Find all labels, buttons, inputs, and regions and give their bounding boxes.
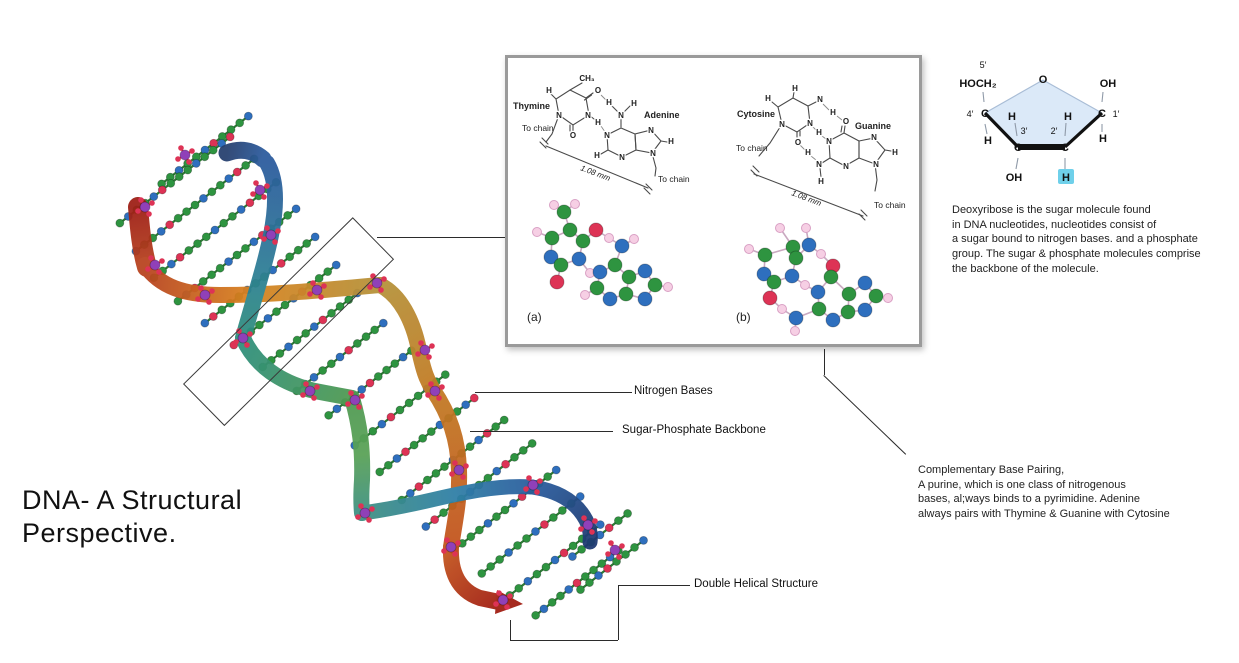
atom-label: H [594, 151, 600, 160]
guanine-label: Guanine [855, 121, 891, 131]
sugar-atom-label: H [1008, 111, 1016, 123]
callout-bracket-bottom [510, 640, 618, 641]
atom-label: N [619, 153, 625, 162]
sugar-atom-label: H [1064, 111, 1072, 123]
sugar-atom-label: C [1014, 142, 1022, 154]
atom-label: N [873, 160, 879, 169]
deoxyribose-description: Deoxyribose is the sugar molecule found … [952, 204, 1201, 275]
highlighted-hydrogen-box [1058, 169, 1074, 184]
sugar-atom-label: 4′ [967, 109, 974, 119]
page-title: DNA- A Structural Perspective. [22, 485, 243, 548]
atom-label: H [595, 118, 601, 127]
sugar-atom-label: C [1098, 108, 1106, 120]
cytosine-label: Cytosine [737, 109, 775, 119]
furanose-ring [985, 80, 1102, 147]
atom-label: H [792, 84, 798, 93]
connector-inset-diagonal [823, 375, 907, 455]
caption-b: (b) [736, 310, 751, 324]
label-nitrogen-bases: Nitrogen Bases [634, 385, 713, 397]
sugar-atom-label: O [1039, 74, 1048, 86]
atom-label: N [618, 111, 624, 120]
atom-label: N [650, 149, 656, 158]
connector-inset-vertical [824, 349, 825, 375]
atom-label: H [818, 177, 824, 186]
atom-label: N [826, 137, 832, 146]
atom-label: H [892, 148, 898, 157]
callout-line-double-helix [618, 585, 690, 586]
sugar-atom-label: 2′ [1051, 126, 1058, 136]
sugar-atom-label: 3′ [1021, 126, 1028, 136]
sugar-atom-label: C [1061, 142, 1069, 154]
callout-line-nitrogen-bases [475, 392, 632, 393]
thymine-label: Thymine [513, 101, 550, 111]
atom-label: O [843, 117, 849, 126]
atom-label: N [843, 162, 849, 171]
complementary-pairing-description: Complementary Base Pairing, A purine, wh… [918, 464, 1170, 521]
callout-line-sugar-phosphate [470, 431, 613, 432]
sugar-atom-label: OH [1100, 78, 1117, 90]
label-double-helical-structure: Double Helical Structure [694, 578, 819, 590]
atom-label: H [606, 98, 612, 107]
atom-label: N [779, 120, 785, 129]
atom-label: N [817, 95, 823, 104]
atom-label: H [668, 137, 674, 146]
atom-label: H [805, 148, 811, 157]
callout-bracket-tick [510, 620, 511, 640]
adenine-label: Adenine [644, 110, 680, 120]
sugar-atom-label: 5′ [980, 60, 987, 70]
atom-label: N [816, 160, 822, 169]
atom-label: N [556, 111, 562, 120]
atom-label: O [595, 86, 601, 95]
atom-label: H [765, 94, 771, 103]
atom-label: N [585, 111, 591, 120]
atom-label: H [830, 108, 836, 117]
to-chain-label: To chain [736, 143, 768, 153]
sugar-atom-label: OH [1006, 172, 1023, 184]
callout-line-to-inset [377, 237, 505, 238]
label-sugar-phosphate-backbone: Sugar-Phosphate Backbone [622, 424, 766, 436]
ball-model-thymine-adenine [532, 199, 673, 307]
to-chain-label: To chain [522, 123, 554, 133]
to-chain-label: To chain [874, 200, 906, 210]
atom-label: H [546, 86, 552, 95]
to-chain-label: To chain [658, 174, 690, 184]
atom-label: H [816, 128, 822, 137]
sugar-atom-label: HOCH₂ [959, 78, 996, 90]
caption-a: (a) [527, 310, 542, 324]
sugar-atom-label: H [1099, 133, 1107, 145]
atom-label: O [795, 138, 801, 147]
atom-label: CH₃ [579, 74, 595, 83]
deoxyribose-sugar-diagram: 5′ HOCH₂ O OH 4′ C C 1′ H H 3′ 2′ H C C H OH H [959, 60, 1120, 184]
atom-label: N [807, 119, 813, 128]
atom-label: O [570, 131, 576, 140]
sugar-atom-label: H [984, 135, 992, 147]
callout-bracket-vertical [618, 585, 619, 640]
distance-label: 1.08 mm [790, 188, 823, 208]
atom-label: H [631, 99, 637, 108]
atom-label: N [604, 131, 610, 140]
phosphate-groups [135, 145, 625, 610]
sugar-atom-label: H [1062, 172, 1070, 184]
sugar-atom-label: C [981, 108, 989, 120]
atom-label: N [648, 126, 654, 135]
atom-label: N [871, 133, 877, 142]
dna-helix-illustration [115, 111, 648, 620]
ball-model-cytosine-guanine [744, 223, 893, 336]
sugar-atom-label: 1′ [1113, 109, 1120, 119]
